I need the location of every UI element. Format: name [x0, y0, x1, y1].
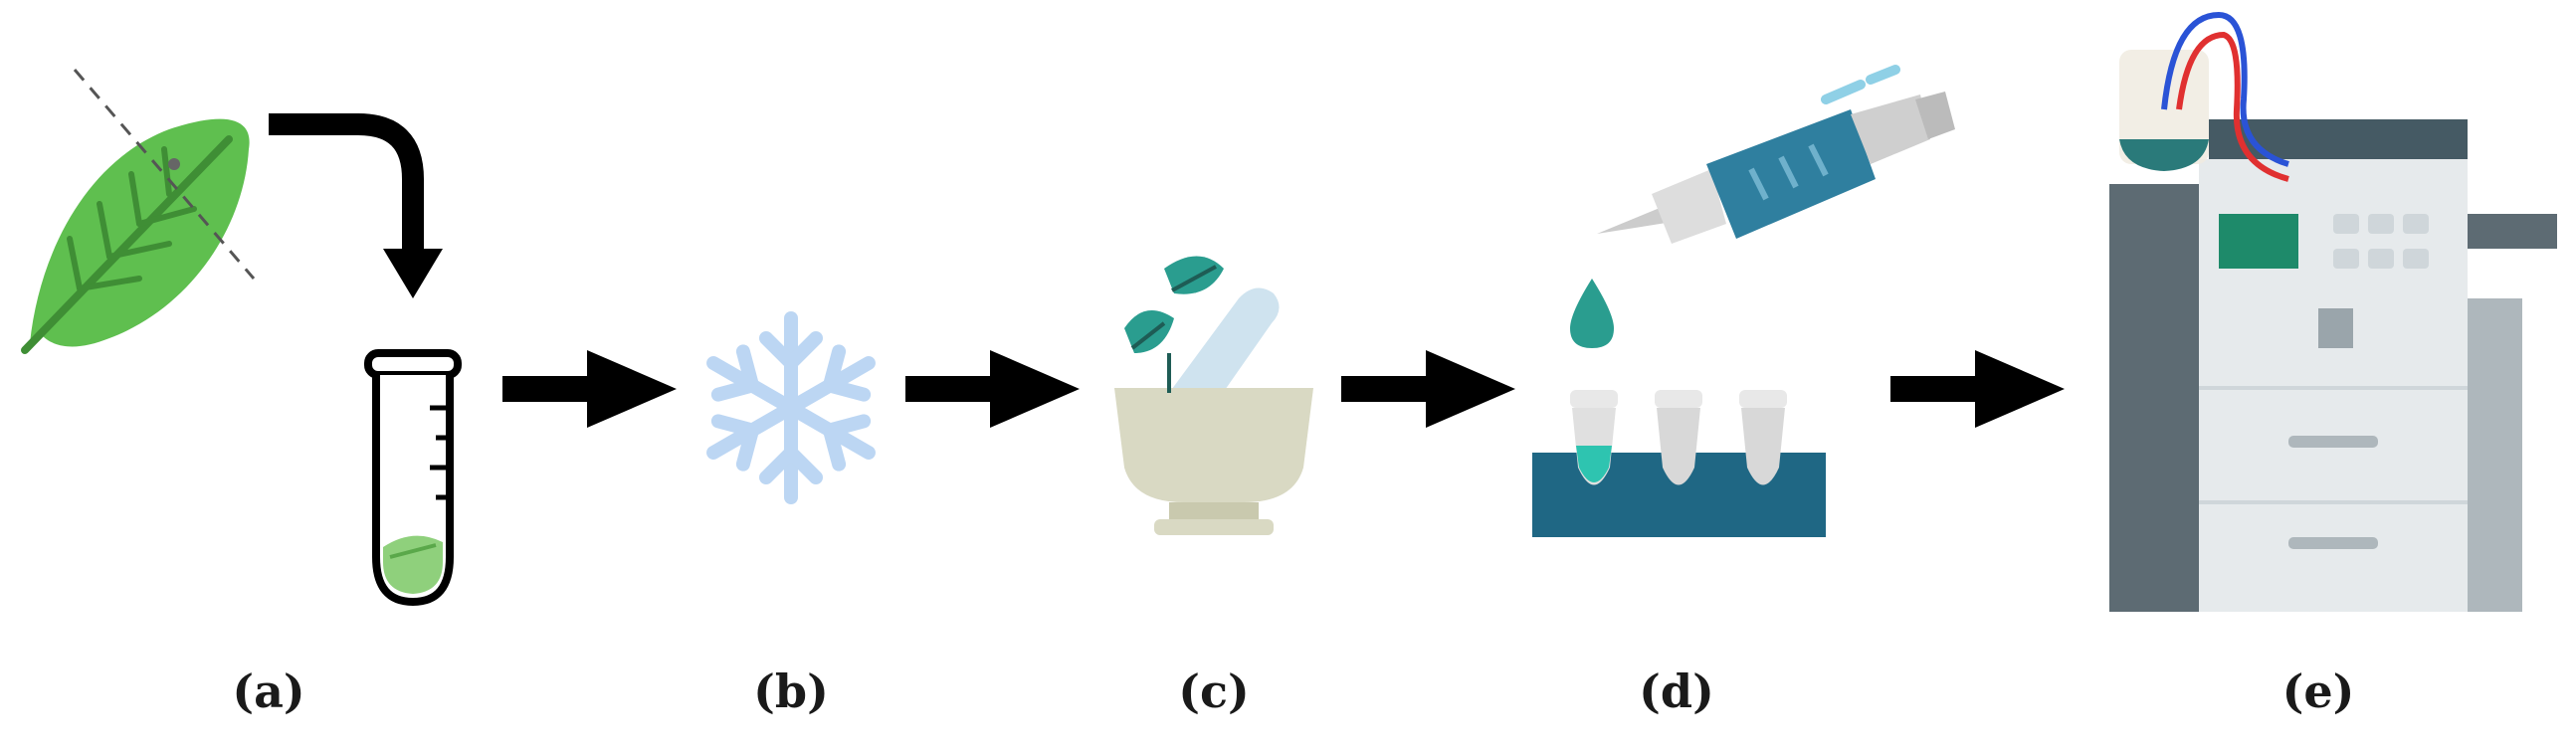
label-a: (a)	[232, 664, 305, 718]
label-c: (c)	[1178, 664, 1250, 718]
sample-flask-icon	[2119, 50, 2209, 171]
arrow-a-b	[502, 350, 677, 428]
pipette-icon	[1597, 65, 1955, 244]
label-d: (d)	[1639, 664, 1714, 718]
cut-line-icon	[73, 69, 256, 280]
label-b: (b)	[753, 664, 829, 718]
tube-3	[1739, 390, 1787, 485]
curved-arrow-icon	[269, 113, 443, 298]
cable-icon	[2161, 11, 2289, 182]
mortar-pestle-icon	[1114, 256, 1313, 535]
arrow-b-c	[905, 350, 1080, 428]
label-e: (e)	[2281, 664, 2355, 718]
leaf-icon	[21, 118, 250, 354]
analyzer-machine-icon	[2109, 119, 2557, 612]
tube-1	[1570, 390, 1618, 485]
droplet-icon	[1570, 279, 1614, 348]
arrow-d-e	[1890, 350, 2065, 428]
tube-rack-icon	[1532, 390, 1826, 537]
snowflake-icon	[706, 311, 876, 504]
arrow-c-d	[1341, 350, 1515, 428]
test-tube-icon	[364, 349, 462, 607]
tube-2	[1655, 390, 1702, 485]
